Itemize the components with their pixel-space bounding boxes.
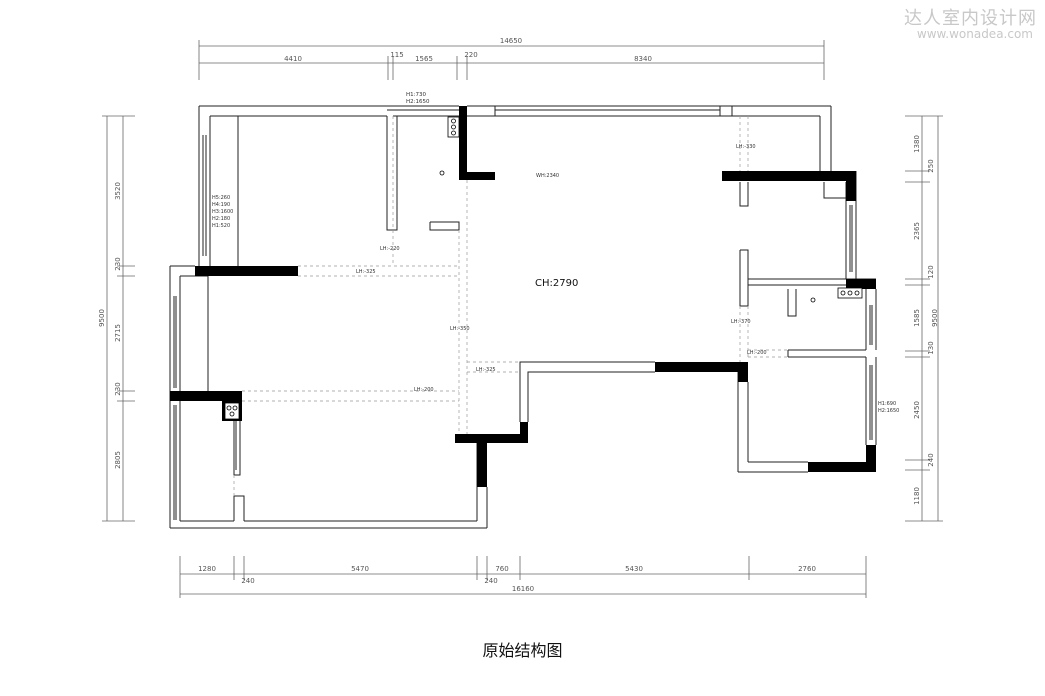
left-window-h5: H5:260 xyxy=(212,195,230,201)
dim-right-h: 240 xyxy=(927,453,935,466)
watermark-title: 达人室内设计网 xyxy=(904,8,1037,29)
dim-right-d: 120 xyxy=(927,265,935,278)
top-window-h1: H1:730 xyxy=(406,92,426,98)
right-dimensions xyxy=(905,115,943,522)
dim-right-total: 9500 xyxy=(931,309,939,327)
dim-top-b: 115 xyxy=(390,51,403,59)
bottom-dimensions xyxy=(179,556,867,598)
dim-right-a: 1380 xyxy=(913,135,921,153)
watermark-url: www.wonadea.com xyxy=(916,27,1033,41)
dim-right-f: 130 xyxy=(927,341,935,354)
dim-right-i: 1180 xyxy=(913,487,921,505)
top-dimensions xyxy=(198,40,825,80)
dim-bottom-a: 1280 xyxy=(198,565,216,573)
left-window-h4: H4:190 xyxy=(212,202,230,208)
structural-walls xyxy=(170,106,876,487)
beam-label-325b: LH:-325 xyxy=(476,367,496,373)
dim-bottom-g: 2760 xyxy=(798,565,816,573)
dim-right-b: 250 xyxy=(927,159,935,172)
left-window-h1: H1:520 xyxy=(212,223,230,229)
dim-left-total: 9500 xyxy=(98,309,106,327)
beam-label-200b: LH:-200 xyxy=(747,350,767,356)
dim-bottom-total: 16160 xyxy=(512,585,534,593)
dim-bottom-b: 240 xyxy=(241,577,254,585)
dim-right-g: 2450 xyxy=(913,401,921,419)
dim-top-d: 220 xyxy=(464,51,477,59)
dim-left-c: 2715 xyxy=(114,324,122,342)
right-window-h2: H2:1650 xyxy=(878,408,899,414)
dim-right-c: 2365 xyxy=(913,222,921,240)
right-window-labels: H1:690 H2:1650 xyxy=(878,401,899,414)
dim-top-total: 14650 xyxy=(500,37,522,45)
dim-left-b: 230 xyxy=(114,257,122,270)
dim-right-e: 1585 xyxy=(913,309,921,327)
drawing-caption: 原始结构图 xyxy=(482,641,563,660)
dim-bottom-d: 240 xyxy=(484,577,497,585)
top-window-h2: H2:1650 xyxy=(406,99,430,105)
dim-bottom-e: 760 xyxy=(495,565,508,573)
dim-top-e: 8340 xyxy=(634,55,652,63)
beam-label-330: LH:-330 xyxy=(736,144,756,150)
left-window-h3: H3:1600 xyxy=(212,209,233,215)
beam-label-370: LH:-370 xyxy=(731,319,751,325)
beam-label-200a: LH:-200 xyxy=(414,387,434,393)
right-window-h1: H1:690 xyxy=(878,401,896,407)
dim-left-d: 230 xyxy=(114,382,122,395)
dim-left-a: 3520 xyxy=(114,182,122,200)
pipe-icons xyxy=(224,116,863,420)
left-window-labels: H5:260 H4:190 H3:1600 H2:180 H1:520 xyxy=(212,195,233,229)
dim-bottom-f: 5430 xyxy=(625,565,643,573)
outline-walls xyxy=(169,105,877,529)
dim-bottom-c: 5470 xyxy=(351,565,369,573)
dim-top-a: 4410 xyxy=(284,55,302,63)
dim-left-e: 2805 xyxy=(114,451,122,469)
left-dimensions xyxy=(102,115,135,522)
dim-top-c: 1565 xyxy=(415,55,433,63)
beam-height-labels: LH:-220 LH:-325 LH:-350 LH:-200 LH:-325 … xyxy=(356,144,767,393)
beam-label-220: LH:-220 xyxy=(380,246,400,252)
ceiling-height-label: CH:2790 xyxy=(535,278,578,289)
beam-label-325a: LH:-325 xyxy=(356,269,376,275)
window-height-label: WH:2340 xyxy=(536,173,559,179)
left-window-h2: H2:180 xyxy=(212,216,230,222)
beam-lines xyxy=(233,116,788,496)
beam-label-350: LH:-350 xyxy=(450,326,470,332)
